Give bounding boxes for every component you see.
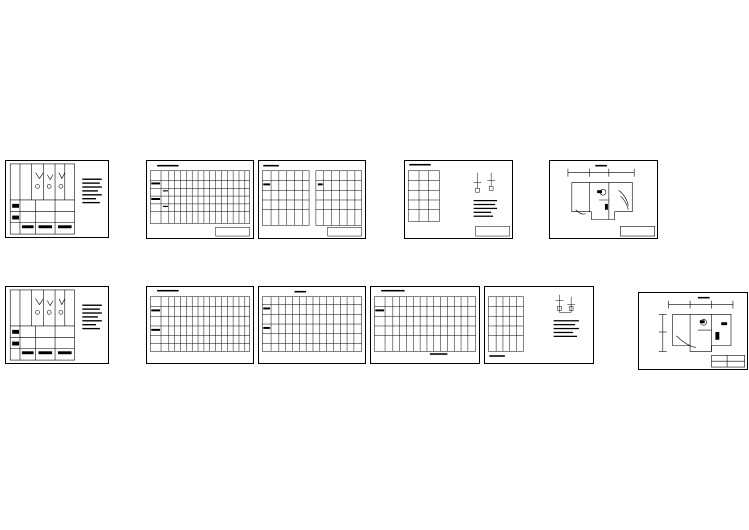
system-diagram-linework bbox=[408, 163, 510, 237]
floor-plan-a-linework bbox=[567, 164, 655, 237]
drawing-sheet-schedule-b[interactable] bbox=[5, 286, 109, 364]
drawing-sheet-table-wide-e[interactable] bbox=[370, 286, 480, 364]
drawing-sheet-table-wide-a[interactable] bbox=[146, 160, 254, 239]
drawing-sheet-table-diagram[interactable] bbox=[484, 286, 594, 364]
drawing-sheet-table-wide-d[interactable] bbox=[258, 286, 366, 364]
drawing-sheet-floor-plan-b[interactable] bbox=[638, 292, 748, 370]
schedule-a-linework bbox=[9, 163, 102, 235]
schedule-b-linework bbox=[9, 289, 102, 361]
drawing-sheet-table-wide-c[interactable] bbox=[146, 286, 254, 364]
drawing-sheet-schedule-a[interactable] bbox=[5, 160, 109, 238]
table-wide-a-linework bbox=[150, 164, 250, 237]
drawing-sheet-system-diagram[interactable] bbox=[404, 160, 513, 239]
drawing-sheet-floor-plan-a[interactable] bbox=[549, 160, 658, 239]
table-wide-d-linework bbox=[262, 290, 362, 352]
table-wide-b-linework bbox=[262, 164, 362, 237]
drawing-sheet-table-wide-b[interactable] bbox=[258, 160, 366, 239]
table-wide-c-linework bbox=[150, 289, 250, 352]
table-wide-e-linework bbox=[374, 289, 476, 355]
floor-plan-b-linework bbox=[658, 296, 745, 368]
table-diagram-linework bbox=[488, 294, 579, 357]
